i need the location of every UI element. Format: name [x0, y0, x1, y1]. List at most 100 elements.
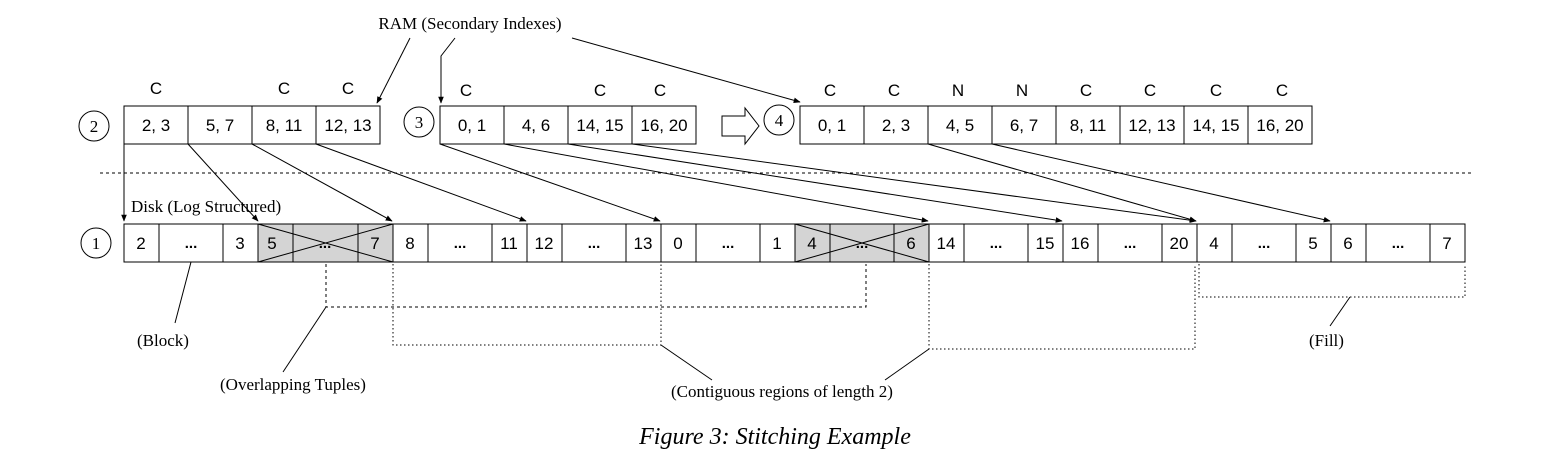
disk-value: 7	[370, 234, 379, 253]
circle-1: 1	[80, 227, 112, 259]
index-4-cell	[927, 105, 993, 145]
index-3-cell	[631, 105, 697, 145]
disk-cell	[526, 223, 563, 263]
index-2-cell	[251, 105, 317, 145]
index-4-range: 6, 7	[1010, 116, 1038, 135]
disk-cell-overlapping	[893, 223, 930, 263]
disk-value: 6	[906, 234, 915, 253]
circle-3: 3	[403, 106, 435, 138]
disk-cell	[625, 223, 662, 263]
disk-cell	[561, 223, 627, 263]
disk-cell-overlapping	[257, 223, 294, 263]
disk-value: 11	[500, 234, 518, 253]
pointer-arrow	[187, 143, 259, 222]
index-3: 0, 1 4, 6 14, 15 16, 20 C C C	[439, 81, 697, 145]
disk-ellipsis: ...	[990, 235, 1003, 252]
disk-cell	[1231, 223, 1297, 263]
overlap-cross-line	[794, 223, 930, 263]
overlap-bracket	[325, 264, 867, 308]
index-3-range: 16, 20	[640, 116, 687, 135]
pointer-arrow	[439, 143, 661, 222]
contiguous-bracket	[392, 264, 662, 346]
contiguous-label: (Contiguous regions of length 2)	[671, 382, 893, 401]
disk-value: 5	[1308, 234, 1317, 253]
index-4: 0, 1 2, 3 4, 5 6, 7 8, 11 12, 13 14, 15 …	[799, 81, 1313, 145]
disk-cell	[1027, 223, 1064, 263]
disk-cell	[1365, 223, 1431, 263]
overlapping-leader	[282, 306, 327, 373]
disk-value: 20	[1170, 234, 1189, 253]
index-2-range: 2, 3	[142, 116, 170, 135]
disk-cell	[491, 223, 528, 263]
disk-cell	[427, 223, 493, 263]
disk-cell	[1429, 223, 1466, 263]
disk-value: 14	[937, 234, 956, 253]
disk-cell	[928, 223, 965, 263]
index-4-range: 14, 15	[1192, 116, 1239, 135]
index-2-flag: C	[150, 79, 162, 98]
index-4-cell	[863, 105, 929, 145]
disk-cell	[158, 223, 224, 263]
index-2-range: 12, 13	[324, 116, 371, 135]
disk-label: Disk (Log Structured)	[131, 197, 281, 216]
pointer-arrow	[251, 143, 393, 222]
index-3-flag: C	[460, 81, 472, 100]
disk-ellipsis: ...	[1124, 235, 1137, 252]
index-4-flag: C	[1276, 81, 1288, 100]
svg-text:4: 4	[775, 111, 784, 130]
disk-cell	[1097, 223, 1163, 263]
disk-value: 15	[1036, 234, 1055, 253]
index-2-flag: C	[278, 79, 290, 98]
index-3-range: 14, 15	[576, 116, 623, 135]
block-leader	[174, 261, 192, 324]
disk-value: 6	[1343, 234, 1352, 253]
disk-value: 3	[235, 234, 244, 253]
index-4-flag: C	[888, 81, 900, 100]
disk-ellipsis: ...	[454, 235, 467, 252]
index-4-range: 16, 20	[1256, 116, 1303, 135]
merge-arrow-icon	[721, 106, 760, 146]
disk-cell	[123, 223, 160, 263]
svg-text:1: 1	[92, 234, 101, 253]
ram-label: RAM (Secondary Indexes)	[378, 14, 561, 33]
disk-cell	[695, 223, 761, 263]
pointer-arrow	[567, 143, 1063, 223]
index-4-flag: C	[1080, 81, 1092, 100]
contiguous-bracket	[928, 264, 1196, 350]
index-4-flag: C	[1210, 81, 1222, 100]
index-2: 2, 3 5, 7 8, 11 12, 13 C C C	[123, 79, 381, 145]
disk-cell	[392, 223, 429, 263]
index-2-range: 5, 7	[206, 116, 234, 135]
disk-value: 8	[405, 234, 414, 253]
disk-value: 4	[1209, 234, 1218, 253]
figure-caption: Figure 3: Stitching Example	[638, 424, 911, 450]
index-4-flag: C	[824, 81, 836, 100]
index-4-cell	[799, 105, 865, 145]
disk-ellipsis: ...	[856, 235, 869, 252]
index-3-cell	[439, 105, 505, 145]
disk-ellipsis: ...	[1258, 235, 1271, 252]
circle-2: 2	[78, 110, 110, 142]
disk-cell	[1161, 223, 1198, 263]
disk-ellipsis: ...	[185, 235, 198, 252]
disk-ellipsis: ...	[722, 235, 735, 252]
disk-cell	[963, 223, 1029, 263]
contiguous-leader	[660, 344, 713, 381]
fill-label: (Fill)	[1309, 331, 1344, 350]
index-3-range: 4, 6	[522, 116, 550, 135]
disk-cell	[1295, 223, 1332, 263]
disk-value: 13	[634, 234, 653, 253]
ram-pointer-3	[438, 37, 456, 104]
index-3-flag: C	[654, 81, 666, 100]
index-4-cell	[1247, 105, 1313, 145]
disk-cell-overlapping	[357, 223, 394, 263]
pointer-arrow	[927, 143, 1197, 222]
disk-value: 4	[807, 234, 816, 253]
overlapping-label: (Overlapping Tuples)	[220, 375, 366, 394]
pointer-arrow	[991, 143, 1331, 223]
index-3-cell	[567, 105, 633, 145]
index-2-cell	[315, 105, 381, 145]
disk-value: 16	[1071, 234, 1090, 253]
svg-text:3: 3	[415, 113, 424, 132]
index-2-cell	[123, 105, 189, 145]
